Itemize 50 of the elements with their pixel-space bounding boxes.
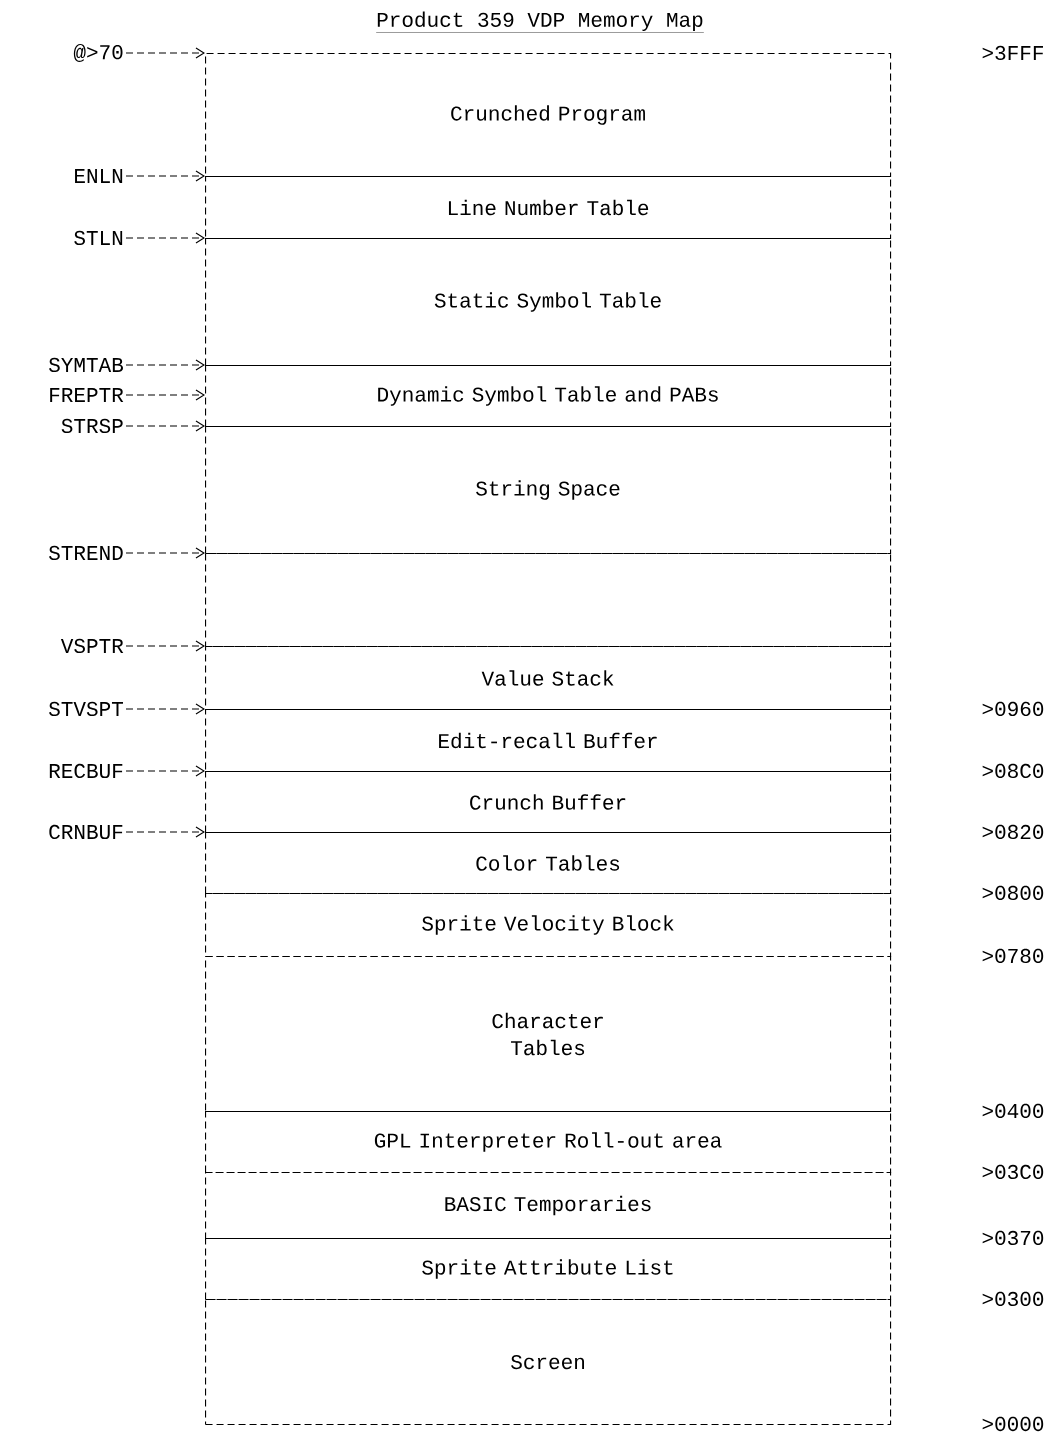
pointer-label: @>70 bbox=[73, 43, 123, 63]
address-label: >0780 bbox=[982, 948, 1044, 964]
title: Product 359 VDP Memory Map bbox=[376, 11, 705, 33]
pointer-arrow bbox=[125, 47, 205, 59]
pointer-label: STRSP bbox=[61, 418, 123, 434]
address-label: >0000 bbox=[982, 1416, 1044, 1432]
pointer-arrow bbox=[125, 170, 205, 182]
pointer-label: CRNBUF bbox=[49, 824, 123, 840]
address-label: >3FFF bbox=[982, 45, 1043, 61]
pointer-label: SYMTAB bbox=[49, 357, 123, 373]
memory-region: Sprite Attribute List bbox=[205, 1238, 892, 1301]
pointer-label: FREPTR bbox=[50, 388, 124, 402]
pointer-arrow bbox=[125, 765, 205, 777]
memory-region: Dynamic Symbol Table and PABs bbox=[205, 365, 892, 428]
pointer-arrow bbox=[125, 389, 205, 401]
memory-region: Edit-recall Buffer bbox=[205, 709, 892, 773]
memory-region: Character Tables bbox=[205, 956, 892, 1113]
pointer-label: VSPTR bbox=[60, 638, 124, 654]
address-label: >03C0 bbox=[982, 1164, 1044, 1180]
pointer-arrow bbox=[125, 547, 205, 559]
memory-region: Line Number Table bbox=[205, 176, 892, 240]
pointer-arrow bbox=[125, 640, 205, 652]
memory-region: GPL Interpreter Roll-out area bbox=[205, 1111, 892, 1174]
pointer-arrow bbox=[125, 826, 205, 838]
address-label: >0820 bbox=[982, 824, 1044, 840]
address-label: >0370 bbox=[982, 1230, 1044, 1246]
address-label: >08C0 bbox=[982, 763, 1044, 779]
memory-region: Sprite Velocity Block bbox=[205, 893, 892, 958]
address-label: >0400 bbox=[982, 1103, 1044, 1119]
memory-region: Value Stack bbox=[205, 646, 892, 711]
memory-region: Crunched Program bbox=[205, 53, 892, 178]
memory-region: Screen bbox=[205, 1299, 892, 1426]
pointer-label: RECBUF bbox=[49, 763, 123, 779]
pointer-label: STVSPT bbox=[49, 701, 123, 717]
pointer-arrow bbox=[125, 232, 205, 244]
memory-region: String Space bbox=[205, 426, 892, 555]
pointer-label: STLN bbox=[74, 230, 123, 246]
pointer-arrow bbox=[125, 359, 205, 371]
memory-region: Color Tables bbox=[205, 832, 892, 895]
memory-region: Static Symbol Table bbox=[205, 238, 892, 367]
pointer-arrow bbox=[125, 420, 205, 432]
pointer-label: ENLN bbox=[75, 169, 123, 183]
memory-region bbox=[205, 553, 892, 648]
pointer-arrow bbox=[125, 703, 205, 715]
memory-region: BASIC Temporaries bbox=[205, 1172, 892, 1240]
address-label: >0800 bbox=[982, 885, 1044, 901]
pointer-label: STREND bbox=[49, 545, 123, 561]
memory-region: Crunch Buffer bbox=[205, 771, 892, 834]
address-label: >0960 bbox=[982, 701, 1044, 717]
address-label: >0300 bbox=[982, 1291, 1044, 1307]
